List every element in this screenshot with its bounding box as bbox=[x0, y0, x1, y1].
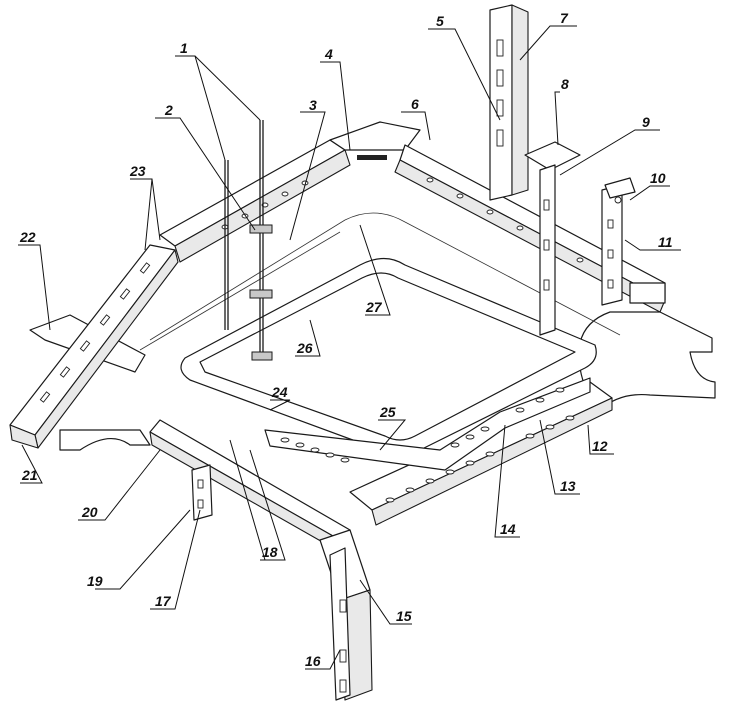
support-column bbox=[524, 141, 581, 336]
callout-26: 26 bbox=[296, 340, 313, 356]
callout-15: 15 bbox=[396, 608, 412, 624]
callout-24: 24 bbox=[271, 384, 288, 400]
callout-4: 4 bbox=[324, 46, 333, 62]
callout-14: 14 bbox=[500, 521, 516, 537]
callout-27: 27 bbox=[365, 299, 383, 315]
callout-16: 16 bbox=[305, 653, 321, 669]
callout-20: 20 bbox=[81, 504, 98, 520]
leader-lines bbox=[18, 25, 681, 670]
cable-ladder bbox=[9, 244, 179, 449]
callout-11: 11 bbox=[658, 234, 673, 250]
callout-17: 17 bbox=[155, 593, 172, 609]
callout-21: 21 bbox=[21, 467, 38, 483]
callout-22: 22 bbox=[19, 229, 36, 245]
callout-3: 3 bbox=[309, 97, 317, 113]
callout-9: 9 bbox=[642, 114, 650, 130]
threaded-rods bbox=[224, 120, 273, 361]
inner-tray-ring bbox=[139, 212, 621, 471]
callout-23: 23 bbox=[129, 163, 146, 179]
callout-12: 12 bbox=[592, 438, 608, 454]
callout-labels: 1 2 3 4 5 6 7 8 9 10 11 12 13 14 15 16 1… bbox=[19, 10, 673, 669]
callout-7: 7 bbox=[560, 10, 569, 26]
vertical-post bbox=[489, 4, 529, 201]
callout-2: 2 bbox=[164, 102, 173, 118]
callout-5: 5 bbox=[436, 13, 444, 29]
callout-1: 1 bbox=[180, 40, 188, 56]
callout-6: 6 bbox=[411, 96, 419, 112]
wall-bracket-column bbox=[601, 177, 636, 306]
callout-25: 25 bbox=[379, 404, 396, 420]
callout-8: 8 bbox=[561, 76, 569, 92]
callout-18: 18 bbox=[262, 544, 278, 560]
short-post bbox=[191, 464, 213, 521]
callout-10: 10 bbox=[650, 170, 666, 186]
callout-13: 13 bbox=[560, 478, 576, 494]
callout-19: 19 bbox=[87, 573, 103, 589]
